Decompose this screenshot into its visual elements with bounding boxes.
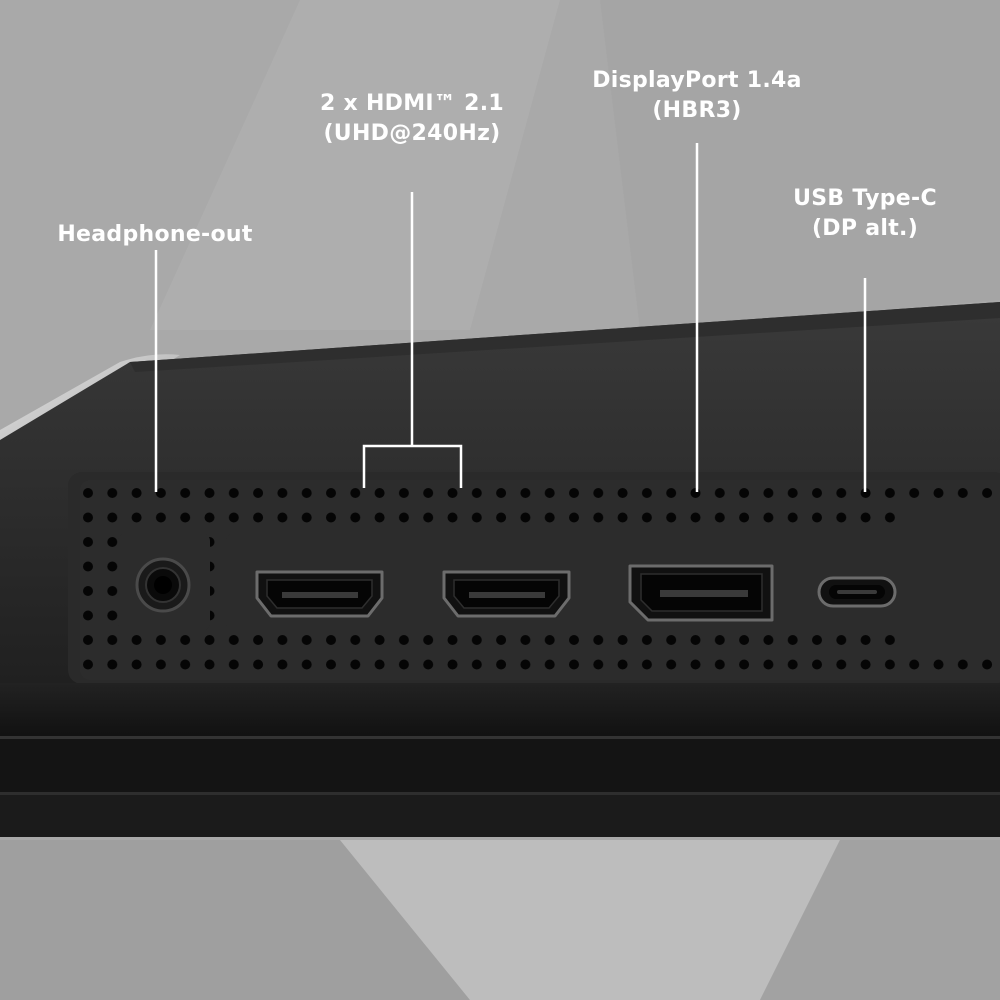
hdmi-label-line2: (UHD@240Hz): [323, 121, 501, 146]
usb-c-label-line2: (DP alt.): [811, 216, 919, 241]
hdmi-label: 2 x HDMI™ 2.1 (UHD@240Hz): [292, 89, 532, 149]
hdmi-port-2: [442, 570, 571, 618]
headphone-jack: [135, 557, 191, 613]
usb-c-label-line1: USB Type-C: [793, 186, 937, 211]
displayport-label: DisplayPort 1.4a (HBR3): [572, 66, 822, 126]
usb-c-label: USB Type-C (DP alt.): [765, 184, 965, 244]
hdmi-label-line1: 2 x HDMI™ 2.1: [319, 91, 505, 116]
displayport-port: [628, 564, 774, 622]
headphone-out-label-line1: Headphone-out: [57, 222, 253, 247]
leader-lines: [154, 143, 867, 492]
hdmi-bracket: [362, 444, 463, 488]
displayport-label-line2: (HBR3): [652, 98, 742, 123]
hdmi-port-1: [255, 570, 384, 618]
displayport-label-line1: DisplayPort 1.4a: [592, 68, 802, 93]
headphone-out-label: Headphone-out: [40, 220, 270, 250]
usb-c-port: [817, 576, 897, 608]
